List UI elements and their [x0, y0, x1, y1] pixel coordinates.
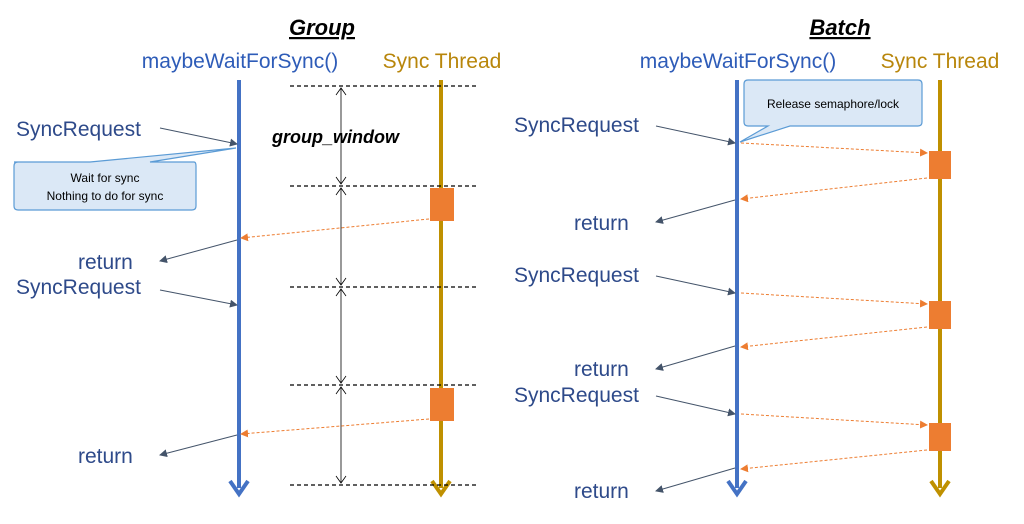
group-window-dividers	[290, 85, 478, 486]
group-callout: Wait for sync Nothing to do for sync	[13, 147, 237, 211]
batch-sync-request-forward-arrow	[740, 413, 928, 429]
batch-callout: Release semaphore/lock	[739, 79, 923, 143]
group-return-arrow	[159, 239, 238, 264]
group-panel: Group maybeWaitForSync() Sync Thread gro	[13, 15, 502, 498]
group-request-arrow	[159, 289, 238, 308]
batch-title: Batch	[809, 15, 870, 40]
batch-caller-timeline-arrowhead	[726, 479, 748, 498]
group-caller-timeline-arrowhead	[228, 479, 250, 498]
batch-sync-header: Sync Thread	[881, 50, 1000, 73]
group-title: Group	[289, 15, 355, 40]
batch-sync-response-arrow	[740, 449, 928, 473]
batch-request-arrow	[655, 275, 736, 296]
group-sync-request-label: SyncRequest	[16, 276, 141, 299]
batch-sync-timeline-arrowhead	[929, 479, 951, 498]
group-return-label: return	[78, 445, 133, 468]
batch-sync-request-forward-arrow	[740, 142, 928, 157]
batch-callout-text: Release semaphore/lock	[767, 97, 900, 111]
batch-sync-request-label: SyncRequest	[514, 114, 639, 137]
group-callout-line: Wait for sync	[71, 171, 140, 185]
group-window-label: group_window	[271, 127, 400, 147]
batch-caller-header: maybeWaitForSync()	[640, 50, 836, 73]
group-return-arrow	[159, 434, 238, 458]
batch-panel: Batch maybeWaitForSync() Sync Thread Syn…	[514, 15, 999, 503]
group-sync-request-label: SyncRequest	[16, 118, 141, 141]
batch-return-arrow	[655, 345, 736, 371]
group-request-arrow	[159, 127, 238, 147]
batch-return-label: return	[574, 358, 629, 381]
group-return-label: return	[78, 251, 133, 274]
batch-sync-response-arrow	[740, 177, 928, 203]
batch-sync-block	[929, 423, 951, 451]
group-sync-header: Sync Thread	[383, 50, 502, 73]
batch-sync-block	[929, 301, 951, 329]
group-sync-block	[430, 388, 454, 421]
group-sync-block	[430, 188, 454, 221]
batch-sync-request-label: SyncRequest	[514, 384, 639, 407]
group-callout-line: Nothing to do for sync	[47, 189, 164, 203]
group-sync-response-arrow	[240, 218, 430, 242]
batch-return-label: return	[574, 480, 629, 503]
group-caller-header: maybeWaitForSync()	[142, 50, 338, 73]
batch-sync-request-label: SyncRequest	[514, 264, 639, 287]
group-window-spans	[335, 87, 347, 484]
batch-return-arrow	[655, 467, 736, 493]
batch-sync-request-forward-arrow	[740, 292, 928, 308]
group-sync-response-arrow	[240, 418, 430, 438]
batch-sync-response-arrow	[740, 326, 928, 351]
batch-request-arrow	[655, 395, 736, 417]
batch-sync-block	[929, 151, 951, 179]
batch-return-arrow	[655, 199, 736, 224]
batch-return-label: return	[574, 212, 629, 235]
batch-request-arrow	[655, 125, 736, 146]
